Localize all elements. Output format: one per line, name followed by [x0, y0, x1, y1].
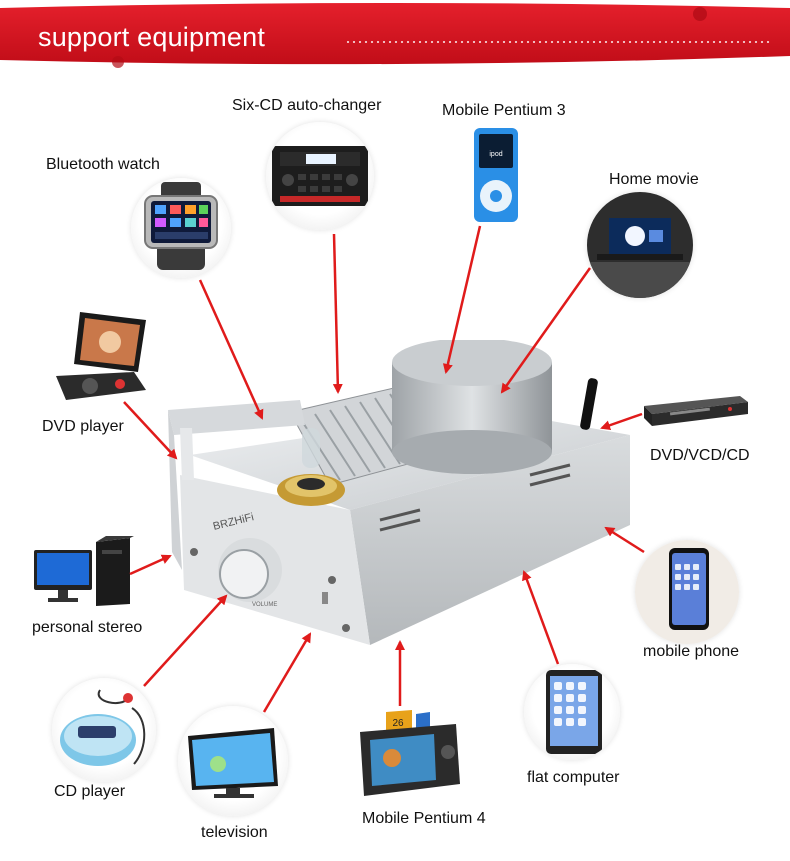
smartwatch-icon [131, 178, 231, 278]
banner-background [0, 3, 790, 68]
label-mobile-phone: mobile phone [643, 643, 740, 660]
label-flat-computer: flat computer [527, 769, 620, 786]
amp-knob-label: VOLUME [252, 602, 277, 608]
projector-icon [587, 192, 693, 298]
dvd-box-icon [640, 392, 750, 428]
label-dvd-vcd-cd: DVD/VCD/CD [650, 447, 750, 464]
svg-text:ipod: ipod [489, 151, 502, 158]
banner-dotted-line [345, 41, 770, 43]
cd-walkman-icon [52, 678, 156, 782]
label-cd-player: CD player [54, 783, 126, 800]
ipod-icon: ipod [472, 126, 520, 224]
svg-text:26: 26 [392, 718, 404, 729]
game-handheld-icon: 26 [356, 708, 464, 804]
tablet-icon [524, 664, 620, 760]
car-stereo-icon [266, 122, 374, 230]
header-banner: support equipment [0, 0, 790, 70]
label-personal-stereo: personal stereo [32, 619, 143, 636]
label-television: television [201, 824, 268, 841]
label-pentium4: Mobile Pentium 4 [362, 810, 486, 827]
tube-amplifier-image: BRZHiFi VOLUME [160, 338, 640, 690]
label-six-cd: Six-CD auto-changer [232, 97, 382, 114]
desktop-pc-icon [34, 536, 134, 608]
portable-dvd-icon [50, 310, 152, 406]
label-bluetooth-watch: Bluetooth watch [46, 156, 160, 173]
smartphone-icon [635, 540, 739, 644]
label-dvd-player: DVD player [42, 418, 124, 435]
page-title: support equipment [38, 22, 266, 52]
label-home-movie: Home movie [609, 171, 699, 188]
label-pentium3: Mobile Pentium 3 [442, 102, 566, 119]
tv-icon [178, 706, 288, 816]
